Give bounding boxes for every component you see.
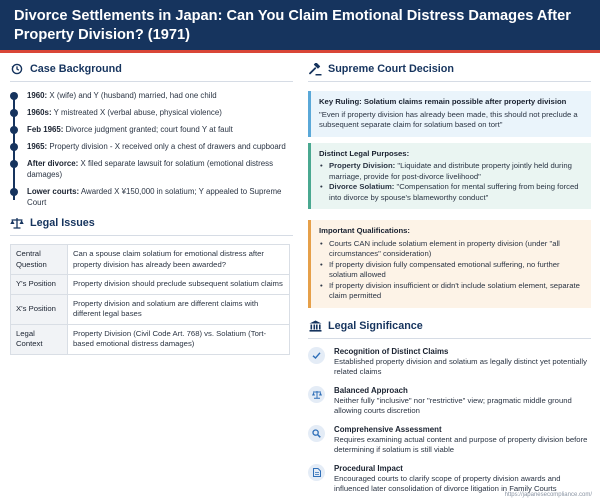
legal-purposes-title: Distinct Legal Purposes: — [319, 148, 410, 158]
magnifier-icon — [308, 424, 325, 442]
balance-icon — [308, 385, 325, 403]
issue-value: Property Division (Civil Code Art. 768) … — [67, 323, 290, 355]
significance-text: Requires examining actual content and pu… — [334, 434, 588, 455]
legal-significance-title: Legal Significance — [328, 319, 423, 332]
issue-key: Legal Context — [10, 323, 68, 355]
scales-icon — [10, 216, 24, 230]
issue-value: Property division and solatium are diffe… — [67, 293, 290, 325]
case-background-title: Case Background — [30, 63, 122, 75]
issue-key: X's Position — [10, 293, 68, 325]
legal-purposes-list: Property Division: "Liquidate and distri… — [319, 161, 583, 203]
page-header: Divorce Settlements in Japan: Can You Cl… — [0, 0, 600, 50]
timeline-dot — [10, 126, 18, 134]
timeline-dot — [10, 109, 18, 117]
timeline-event: 1965: Property division - X received onl… — [10, 141, 293, 152]
significance-title: Recognition of Distinct Claims — [334, 346, 449, 356]
event-date: 1960s: — [27, 108, 52, 117]
significance-title: Procedural Impact — [334, 463, 403, 473]
timeline-event: 1960s: Y mistreated X (verbal abuse, phy… — [10, 107, 293, 118]
right-column: Supreme Court Decision Key Ruling: Solat… — [308, 62, 591, 495]
significance-text: Neither fully "inclusive" nor "restricti… — [334, 395, 572, 416]
event-date: 1965: — [27, 142, 48, 151]
case-background-heading: Case Background — [10, 62, 293, 82]
left-column: Case Background 1960: X (wife) and Y (hu… — [10, 62, 293, 355]
event-text: Y mistreated X (verbal abuse, physical v… — [51, 108, 222, 117]
list-item: If property division insufficient or did… — [319, 281, 583, 302]
list-item: Property Division: "Liquidate and distri… — [319, 161, 583, 182]
legal-significance-heading: Legal Significance — [308, 319, 591, 339]
significance-title: Comprehensive Assessment — [334, 424, 442, 434]
issue-key: Y's Position — [10, 274, 68, 295]
issue-value: Property division should preclude subseq… — [67, 274, 290, 295]
purpose-text: "Liquidate and distribute property joint… — [329, 161, 572, 181]
event-text: Awarded X ¥150,000 in solatium; Y appeal… — [27, 187, 282, 207]
event-text: Divorce judgment granted; court found Y … — [63, 125, 233, 134]
significance-text: Established property division and solati… — [334, 356, 587, 377]
qualifications-list: Courts CAN include solatium element in p… — [319, 239, 583, 302]
supreme-court-decision-heading: Supreme Court Decision — [308, 62, 591, 82]
timeline-dot — [10, 92, 18, 100]
event-date: After divorce: — [27, 159, 79, 168]
event-text: X (wife) and Y (husband) married, had on… — [47, 91, 217, 100]
purpose-label: Divorce Solatium: — [329, 182, 395, 191]
issue-value: Can a spouse claim solatium for emotiona… — [67, 244, 290, 275]
key-ruling-quote: "Even if property division has already b… — [319, 109, 578, 130]
timeline-dot — [10, 160, 18, 168]
event-date: Lower courts: — [27, 187, 80, 196]
timeline-event: After divorce: X filed separate lawsuit … — [10, 158, 293, 180]
qualifications-box: Important Qualifications: Courts CAN inc… — [308, 220, 591, 308]
check-icon — [308, 346, 325, 364]
list-item: Courts CAN include solatium element in p… — [319, 239, 583, 260]
timeline-event: 1960: X (wife) and Y (husband) married, … — [10, 90, 293, 101]
document-icon — [308, 463, 325, 481]
list-item: Divorce Solatium: "Compensation for ment… — [319, 182, 583, 203]
institution-icon — [308, 319, 322, 333]
timeline-event: Lower courts: Awarded X ¥150,000 in sola… — [10, 186, 293, 208]
significance-title: Balanced Approach — [334, 385, 408, 395]
page-title: Divorce Settlements in Japan: Can You Cl… — [14, 8, 571, 43]
case-timeline: 1960: X (wife) and Y (husband) married, … — [10, 90, 293, 208]
timeline-event: Feb 1965: Divorce judgment granted; cour… — [10, 124, 293, 135]
timeline-dot — [10, 143, 18, 151]
purpose-label: Property Division: — [329, 161, 396, 170]
header-accent-bar — [0, 50, 600, 53]
key-ruling-title: Key Ruling: Solatium claims remain possi… — [319, 97, 567, 106]
footer-url[interactable]: https://japanesecompliance.com/ — [504, 492, 592, 498]
event-text: X filed separate lawsuit for solatium (e… — [27, 159, 274, 179]
event-date: Feb 1965: — [27, 125, 64, 134]
event-text: Property division - X received only a ch… — [47, 142, 286, 151]
timeline-dot — [10, 188, 18, 196]
event-date: 1960: — [27, 91, 48, 100]
list-item: If property division fully compensated e… — [319, 260, 583, 281]
legal-issues-title: Legal Issues — [30, 217, 95, 229]
legal-purposes-box: Distinct Legal Purposes: Property Divisi… — [308, 142, 591, 209]
history-icon — [10, 62, 24, 76]
purpose-text: "Compensation for mental suffering from … — [329, 182, 579, 202]
issue-key: Central Question — [10, 244, 68, 275]
gavel-icon — [308, 62, 322, 76]
legal-issues-heading: Legal Issues — [10, 216, 293, 236]
qualifications-title: Important Qualifications: — [319, 226, 410, 235]
key-ruling-box: Key Ruling: Solatium claims remain possi… — [308, 91, 591, 137]
significance-text: Encouraged courts to clarify scope of pr… — [334, 473, 561, 494]
supreme-court-decision-title: Supreme Court Decision — [328, 63, 454, 75]
